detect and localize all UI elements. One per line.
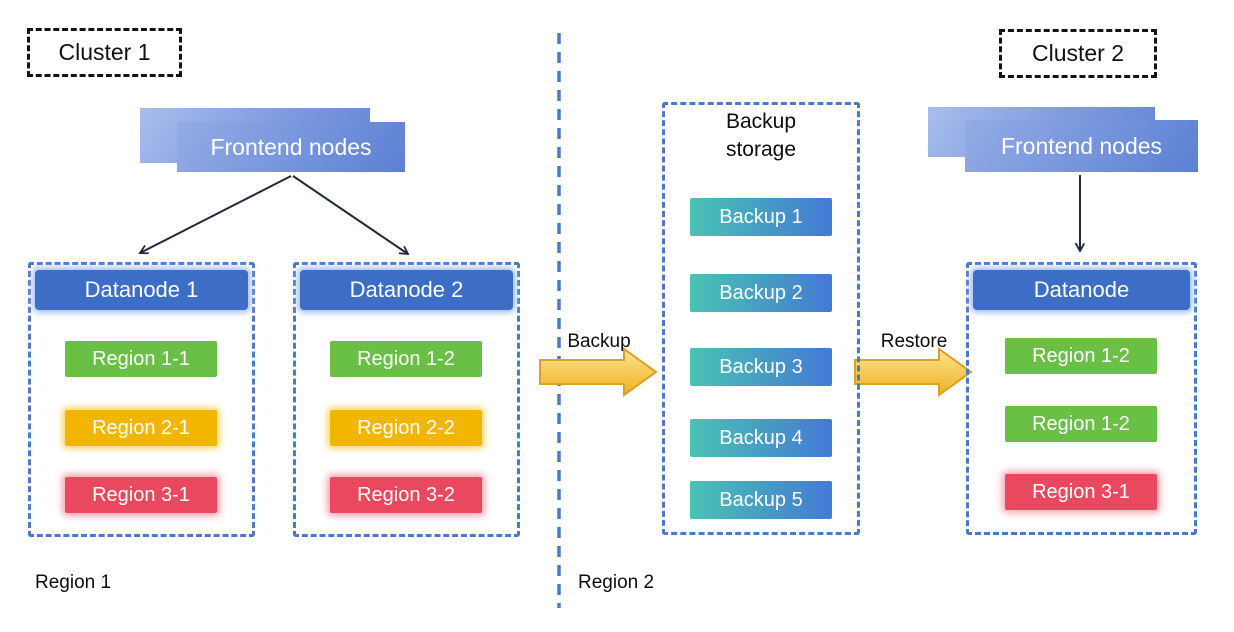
restored-region-box-1: Region 1-2 (1005, 338, 1157, 374)
datanode1-header: Datanode 1 (35, 270, 248, 310)
region-box-3-1: Region 3-1 (65, 477, 217, 513)
cluster1-label: Cluster 1 (27, 28, 182, 77)
datanode-right-container (966, 262, 1197, 535)
restored-region-box-3: Region 3-1 (1005, 474, 1157, 510)
datanode1-container (28, 262, 255, 537)
backup-item-1: Backup 1 (690, 198, 832, 236)
restored-region-1-label: Region 1-2 (1032, 344, 1130, 367)
backup-storage-container (662, 102, 860, 535)
region-box-2-2: Region 2-2 (330, 410, 482, 446)
region-1-2-label: Region 1-2 (357, 347, 455, 370)
region-1-1-label: Region 1-1 (92, 347, 190, 370)
datanode2-container (293, 262, 520, 537)
restore-flow-label: Restore (880, 331, 948, 352)
cluster2-label-text: Cluster 2 (1031, 40, 1125, 66)
backup-storage-title: Backup storage (725, 110, 797, 161)
arrow-frontend-to-datanode1 (140, 175, 292, 253)
cluster1-label-text: Cluster 1 (58, 39, 151, 65)
region-3-2-label: Region 3-2 (357, 483, 455, 506)
backup-1-label: Backup 1 (719, 205, 803, 228)
datanode-right-header: Datanode (973, 270, 1190, 310)
region-2-1-label: Region 2-1 (92, 416, 190, 439)
datanode1-title: Datanode 1 (84, 277, 199, 302)
datanode2-title: Datanode 2 (349, 277, 464, 302)
region-box-3-2: Region 3-2 (330, 477, 482, 513)
backup-item-2: Backup 2 (690, 274, 832, 312)
region-box-1-1: Region 1-1 (65, 341, 217, 377)
region-box-2-1: Region 2-1 (65, 410, 217, 446)
backup-5-label: Backup 5 (719, 488, 803, 511)
backup-item-5: Backup 5 (690, 481, 832, 519)
restore-flow-arrow (854, 347, 973, 397)
backup-2-label: Backup 2 (719, 281, 803, 304)
backup-item-3: Backup 3 (690, 348, 832, 386)
backup-item-4: Backup 4 (690, 419, 832, 457)
frontend-nodes-left-label: Frontend nodes (210, 133, 372, 160)
restored-region-3-label: Region 3-1 (1032, 480, 1130, 503)
region-box-1-2: Region 1-2 (330, 341, 482, 377)
restored-region-box-2: Region 1-2 (1005, 406, 1157, 442)
frontend-nodes-right: Frontend nodes (965, 120, 1198, 172)
region1-zone-label: Region 1 (35, 572, 112, 593)
region2-zone-label: Region 2 (578, 572, 655, 593)
frontend-nodes-left: Frontend nodes (177, 122, 405, 172)
region-2-2-label: Region 2-2 (357, 416, 455, 439)
backup-flow-label: Backup (567, 331, 631, 352)
arrow-frontend-to-datanode2 (292, 175, 408, 254)
backup-4-label: Backup 4 (719, 426, 803, 449)
backup-flow-arrow (539, 347, 658, 397)
datanode2-header: Datanode 2 (300, 270, 513, 310)
datanode-right-title: Datanode (1033, 277, 1130, 302)
region-3-1-label: Region 3-1 (92, 483, 190, 506)
restored-region-2-label: Region 1-2 (1032, 412, 1130, 435)
frontend-nodes-right-label: Frontend nodes (1000, 132, 1163, 159)
cluster2-label: Cluster 2 (999, 29, 1157, 78)
backup-3-label: Backup 3 (719, 355, 803, 378)
